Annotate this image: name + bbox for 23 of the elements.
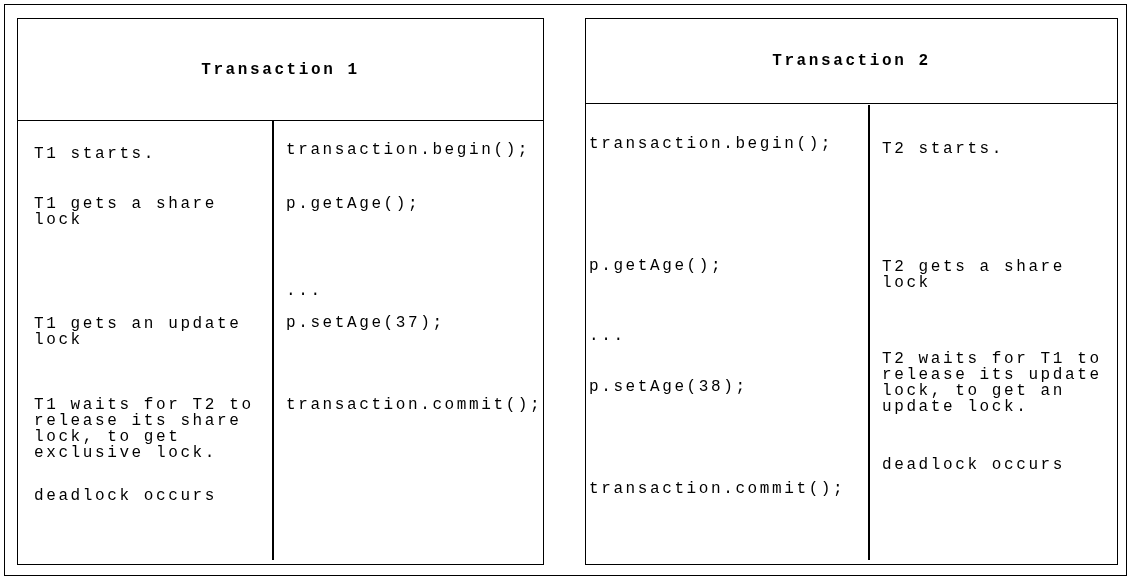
note-text: T1 gets a share lock (34, 196, 219, 228)
code-line: p.getAge(); (286, 196, 422, 212)
note-text: T2 waits for T1 to release its update lock, to get an update lock. (882, 351, 1103, 415)
code-line: ... (286, 283, 324, 299)
code-line: ... (589, 328, 627, 344)
code-line: transaction.begin(); (286, 142, 532, 158)
transaction-panel (17, 18, 544, 565)
transaction-panel (585, 18, 1118, 565)
note-text: deadlock occurs (34, 488, 219, 504)
panel-heading: Transaction 1 (200, 60, 361, 79)
panel-heading: Transaction 2 (771, 52, 932, 70)
code-line: transaction.commit(); (286, 397, 537, 413)
code-line: p.setAge(38); (589, 379, 749, 395)
code-line: transaction.commit(); (589, 481, 847, 497)
note-text: T1 starts. (34, 146, 157, 162)
note-text: T2 starts. (882, 141, 1005, 157)
note-text: T2 gets a share lock (882, 259, 1067, 291)
note-text: T1 waits for T2 to release its share lock, to get exclusive lock. (34, 397, 255, 461)
code-line: transaction.begin(); (589, 136, 835, 152)
code-line: p.getAge(); (589, 258, 725, 274)
code-line: p.setAge(37); (286, 315, 446, 331)
note-text: T1 gets an update lock (34, 316, 243, 348)
note-text: deadlock occurs (882, 457, 1067, 473)
